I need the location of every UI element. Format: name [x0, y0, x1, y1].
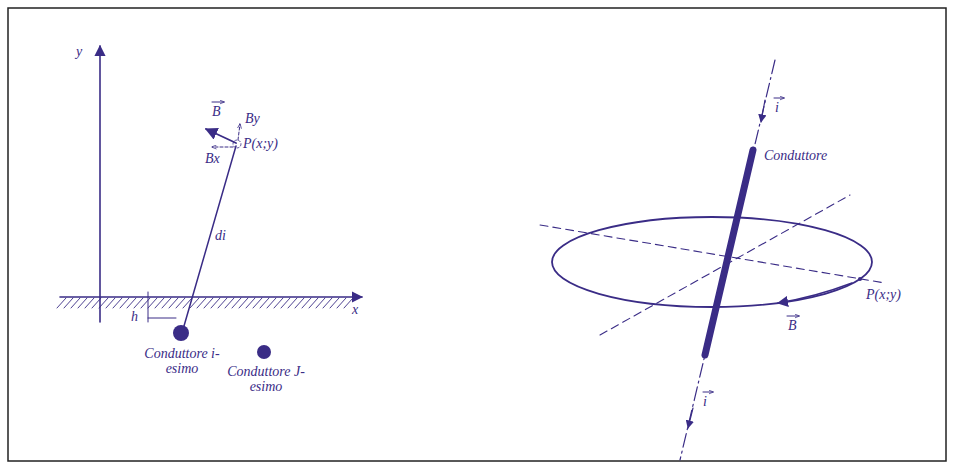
- point-label: P(x;y): [243, 136, 278, 151]
- conductor-label: Conduttore J-esimo: [220, 364, 312, 395]
- axis-label: y: [76, 44, 82, 59]
- hatch-stroke: [127, 298, 136, 308]
- hatch-stroke: [64, 298, 73, 308]
- conductor-rod: [705, 150, 753, 355]
- hatch-stroke: [253, 298, 262, 308]
- conductor-axis: [680, 60, 775, 460]
- hatch-stroke: [232, 298, 241, 308]
- axis-label: x: [352, 302, 358, 317]
- component-label: Bx: [205, 151, 220, 166]
- dashed-axis: [540, 225, 885, 283]
- conductor-label: Conduttore: [764, 148, 827, 163]
- dimension-label: h: [131, 309, 138, 324]
- hatch-stroke: [141, 298, 150, 308]
- hatch-stroke: [218, 298, 227, 308]
- hatch-stroke: [92, 298, 101, 308]
- hatch-stroke: [330, 298, 339, 308]
- hatch-stroke: [197, 298, 206, 308]
- conductor-label: Conduttore i-esimo: [136, 346, 228, 377]
- vector-overarrow: [774, 98, 784, 99]
- bx-component: [212, 147, 233, 148]
- hatch-stroke: [295, 298, 304, 308]
- ground-line: [60, 296, 362, 298]
- hatch-stroke: [316, 298, 325, 308]
- vector-overarrow: [787, 316, 799, 317]
- current-arrow: [761, 100, 765, 122]
- vector-label: B: [212, 104, 221, 119]
- h-dimension: [148, 318, 176, 319]
- hatch-stroke: [239, 298, 248, 308]
- hatch-stroke: [274, 298, 283, 308]
- hatch-stroke: [155, 298, 164, 308]
- hatch-stroke: [176, 298, 185, 308]
- hatch-stroke: [260, 298, 269, 308]
- hatch-stroke: [57, 298, 66, 308]
- b-vector: [778, 283, 852, 303]
- distance-label: di: [215, 228, 226, 243]
- current-arrow: [688, 408, 693, 428]
- conductor-j: [257, 345, 271, 359]
- distance-line: [184, 146, 236, 326]
- hatch-stroke: [288, 298, 297, 308]
- hatch-stroke: [120, 298, 129, 308]
- b-vector: [206, 129, 236, 143]
- field-line-circle: [552, 217, 872, 307]
- hatch-stroke: [148, 298, 157, 308]
- point-p: [858, 277, 862, 281]
- point-label: P(x;y): [866, 287, 901, 302]
- hatch-stroke: [106, 298, 115, 308]
- hatch-stroke: [246, 298, 255, 308]
- hatch-stroke: [211, 298, 220, 308]
- hatch-stroke: [162, 298, 171, 308]
- by-component: [238, 124, 240, 140]
- hatch-stroke: [134, 298, 143, 308]
- hatch-stroke: [78, 298, 87, 308]
- component-label: By: [245, 111, 260, 126]
- hatch-stroke: [225, 298, 234, 308]
- hatch-stroke: [323, 298, 332, 308]
- hatch-stroke: [204, 298, 213, 308]
- vector-overarrow: [212, 102, 224, 103]
- point-p-marker: [233, 140, 241, 148]
- hatch-stroke: [309, 298, 318, 308]
- current-label: i: [703, 394, 707, 409]
- vector-label: B: [788, 318, 797, 333]
- hatch-stroke: [302, 298, 311, 308]
- y-axis: [99, 46, 101, 322]
- current-label: i: [775, 100, 779, 115]
- hatch-stroke: [71, 298, 80, 308]
- frame: [8, 8, 946, 461]
- ground-hatching: [57, 298, 353, 308]
- hatch-stroke: [169, 298, 178, 308]
- hatch-stroke: [344, 298, 353, 308]
- hatch-stroke: [99, 298, 108, 308]
- hatch-stroke: [113, 298, 122, 308]
- hatch-stroke: [281, 298, 290, 308]
- hatch-stroke: [85, 298, 94, 308]
- vector-overarrow: [703, 392, 713, 393]
- hatch-stroke: [267, 298, 276, 308]
- hatch-stroke: [337, 298, 346, 308]
- conductor-i: [173, 325, 189, 341]
